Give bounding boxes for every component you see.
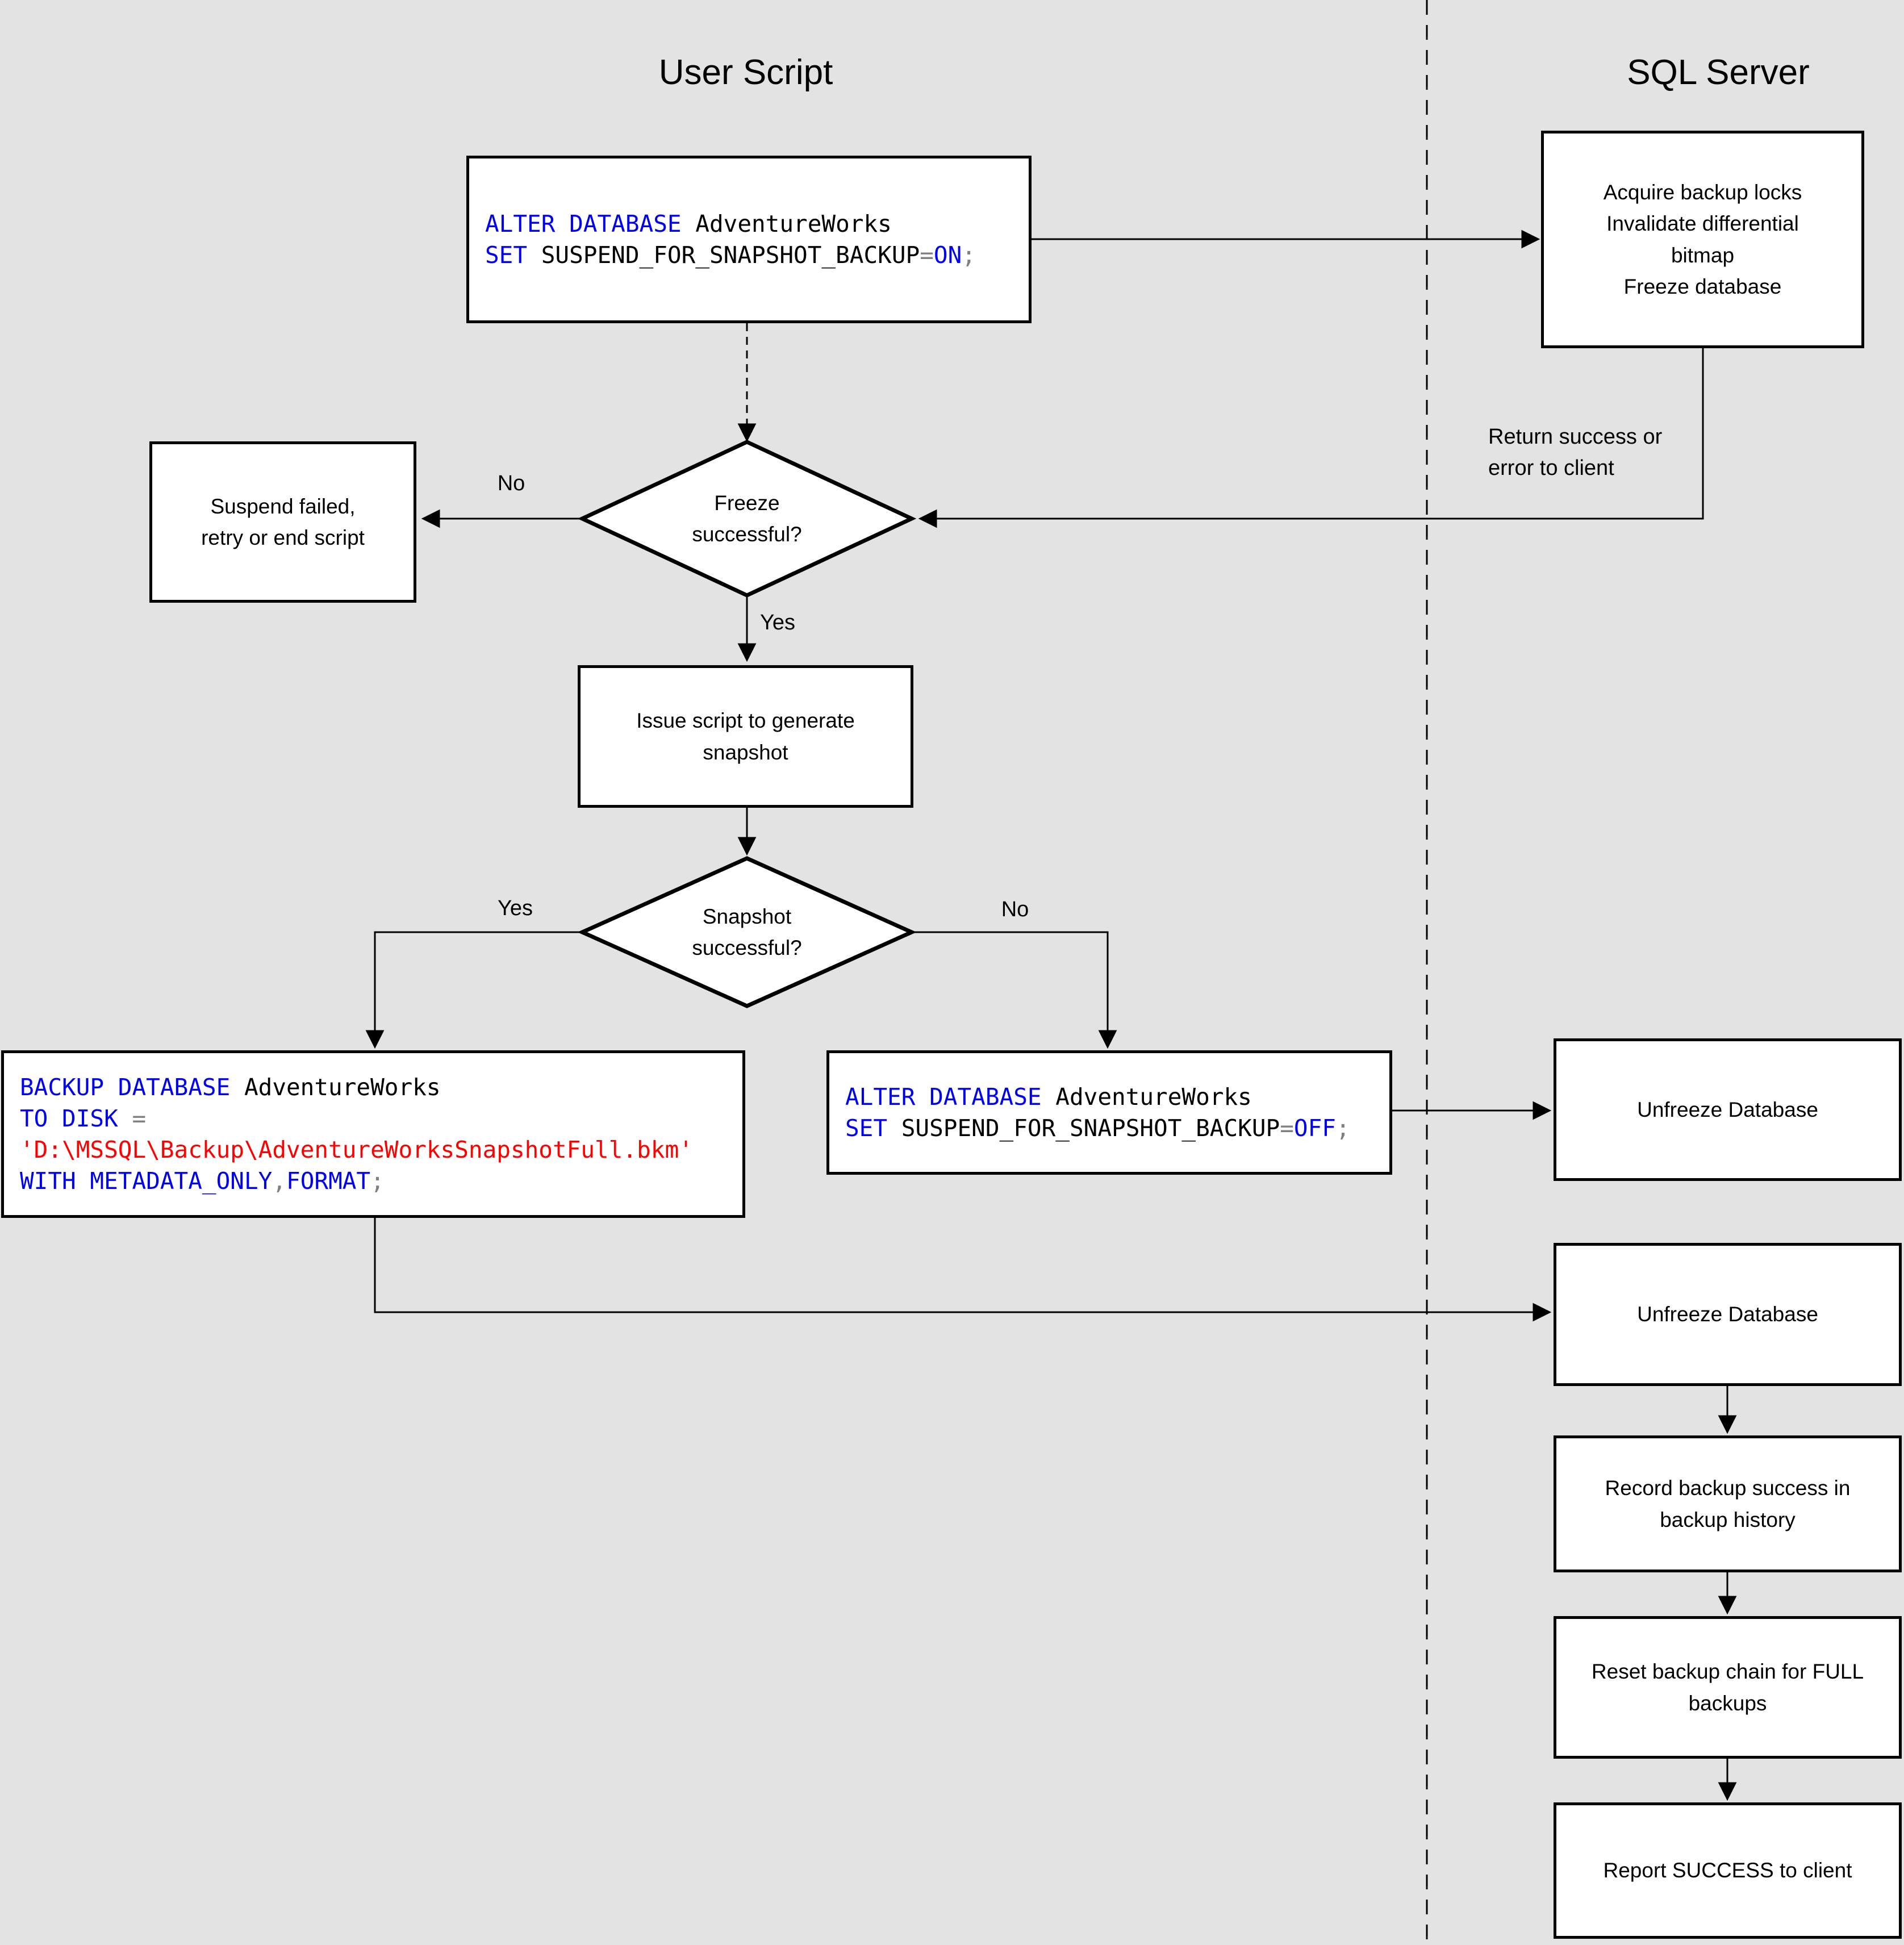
reset-line-2: backups [1688, 1691, 1767, 1715]
freeze-decision-diamond [577, 440, 917, 598]
return-note-line-2: error to client [1488, 456, 1614, 481]
connector-snapshot-no-to-alter-off [915, 931, 1117, 1049]
connector-acquire-to-freeze-decision [918, 348, 1704, 528]
suspend-failed-line-1: Suspend failed, [210, 494, 356, 518]
node-record-backup-success: Record backup success in backup history [1554, 1435, 1902, 1572]
snapshot-decision-line-1: Snapshot [702, 904, 792, 928]
connector-backup-to-unfreeze-2 [374, 1218, 1552, 1322]
snapshot-decision-diamond [577, 856, 917, 1008]
acquire-line-1: Acquire backup locks [1603, 180, 1802, 204]
node-acquire-backup-locks: Acquire backup locks Invalidate differen… [1541, 131, 1864, 348]
suspend-failed-line-2: retry or end script [201, 526, 365, 549]
edge-label-snapshot-no: No [1001, 898, 1029, 921]
snapshot-decision-line-2: successful? [692, 936, 802, 959]
edge-label-freeze-no: No [497, 471, 525, 495]
unfreeze-1-label: Unfreeze Database [1637, 1097, 1818, 1121]
unfreeze-2-label: Unfreeze Database [1637, 1303, 1818, 1326]
record-line-2: backup history [1660, 1508, 1796, 1531]
connector-snapshot-yes-to-backup [365, 931, 579, 1049]
node-issue-script: Issue script to generate snapshot [578, 665, 913, 808]
snapshot-decision-label: Snapshot successful? [633, 884, 861, 980]
reset-line-1: Reset backup chain for FULL [1591, 1660, 1864, 1683]
lane-title-user-script: User Script [658, 53, 833, 92]
return-success-note: Return success or error to client [1488, 421, 1693, 484]
lane-title-sql-server: SQL Server [1627, 53, 1810, 92]
freeze-decision-line-2: successful? [692, 523, 802, 546]
edge-label-freeze-yes: Yes [760, 611, 795, 635]
node-suspend-failed: Suspend failed, retry or end script [149, 441, 416, 603]
issue-script-line-2: snapshot [703, 740, 788, 764]
freeze-decision-label: Freeze successful? [633, 470, 861, 567]
acquire-line-4: Freeze database [1623, 275, 1782, 298]
issue-script-line-1: Issue script to generate [636, 709, 855, 732]
return-note-line-1: Return success or [1488, 425, 1663, 449]
node-unfreeze-database-1: Unfreeze Database [1554, 1038, 1902, 1181]
acquire-line-3: bitmap [1671, 243, 1735, 267]
freeze-decision-line-1: Freeze [714, 491, 780, 515]
record-line-1: Record backup success in [1605, 1476, 1851, 1500]
node-unfreeze-database-2: Unfreeze Database [1554, 1243, 1902, 1386]
edge-label-snapshot-yes: Yes [498, 896, 533, 920]
report-success-label: Report SUCCESS to client [1603, 1859, 1852, 1883]
node-reset-backup-chain: Reset backup chain for FULL backups [1554, 1616, 1902, 1759]
node-report-success: Report SUCCESS to client [1554, 1802, 1902, 1939]
acquire-line-2: Invalidate differential [1606, 212, 1799, 235]
